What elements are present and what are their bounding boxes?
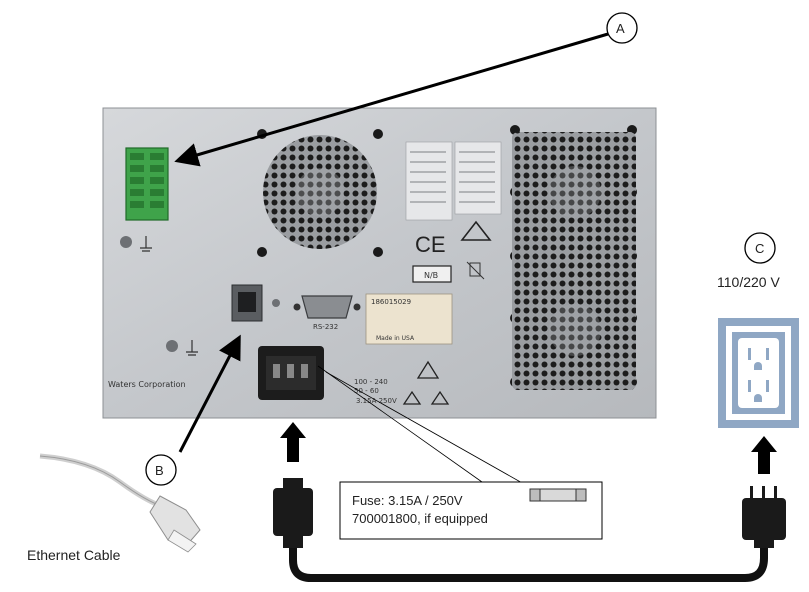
fuse-line-1: Fuse: 3.15A / 250V bbox=[352, 493, 463, 508]
weee-bin-icon bbox=[466, 261, 485, 280]
fuse-leader-1 bbox=[317, 365, 483, 483]
rs232-label: RS-232 bbox=[313, 323, 338, 331]
nvb-label: N/B bbox=[424, 271, 438, 280]
ethernet-cable-icon bbox=[39, 453, 201, 553]
outlet-icon bbox=[718, 318, 799, 428]
arrow-a bbox=[174, 32, 609, 167]
fan-grille-icon bbox=[263, 135, 377, 249]
serial-number: 186015029 bbox=[371, 298, 411, 306]
rs232-port-icon bbox=[293, 295, 361, 319]
power-inlet-icon bbox=[258, 346, 324, 400]
serial-label-plate bbox=[365, 293, 453, 345]
callout-b: B bbox=[145, 454, 177, 486]
ce-mark: CE bbox=[415, 232, 446, 257]
voltage-range: 100 - 240 bbox=[354, 378, 388, 386]
fuse-icon bbox=[529, 488, 587, 502]
voltage-label: 110/220 V bbox=[717, 274, 780, 290]
ethernet-port-icon bbox=[231, 284, 263, 322]
made-in-label: Made in USA bbox=[376, 335, 415, 342]
callout-b-label: B bbox=[155, 463, 164, 478]
freq-range: 50 - 60 bbox=[354, 387, 379, 395]
callout-a: A bbox=[606, 12, 638, 44]
nvb-box bbox=[412, 265, 452, 283]
ethernet-cable-label: Ethernet Cable bbox=[27, 547, 121, 563]
company-name: Waters Corporation bbox=[108, 380, 186, 389]
callout-c: C bbox=[744, 232, 776, 264]
fuse-line-2: 700001800, if equipped bbox=[352, 511, 488, 526]
callout-c-label: C bbox=[755, 241, 764, 256]
warning-triangle-icon bbox=[402, 360, 450, 405]
arrow-b bbox=[178, 334, 241, 453]
ground-stud-icon bbox=[120, 236, 280, 352]
callout-a-label: A bbox=[616, 21, 625, 36]
terminal-block-icon bbox=[125, 147, 169, 221]
power-cord bbox=[289, 541, 768, 582]
plug-icon bbox=[742, 436, 786, 548]
fuse-leader-2 bbox=[325, 371, 525, 485]
fan-grille-icon bbox=[512, 132, 636, 390]
plug-icon bbox=[273, 422, 313, 548]
certification-mark-icon bbox=[460, 220, 492, 241]
